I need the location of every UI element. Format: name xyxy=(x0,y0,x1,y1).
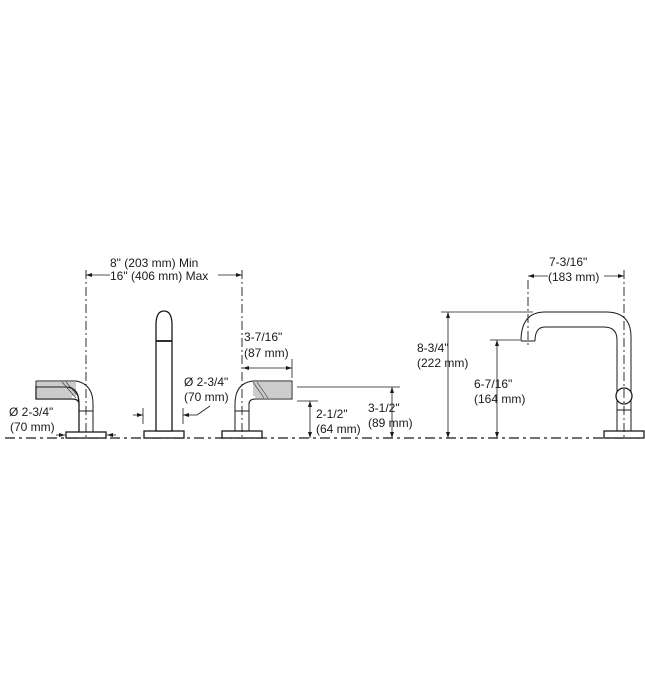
spacing-max: 16" (406 mm) Max xyxy=(110,269,208,283)
left-base-dia-mm: (70 mm) xyxy=(10,420,55,434)
handle-lower-height-in: 2-1/2" xyxy=(316,407,348,421)
spout-outlet-height-mm: (164 mm) xyxy=(474,392,525,406)
spout-reach-dim: 7-3/16" (183 mm) xyxy=(528,255,624,284)
left-base-dia-in: Ø 2-3/4" xyxy=(9,405,53,419)
spout-height-in: 8-3/4" xyxy=(417,341,449,355)
spout-outlet-height-dim: 6-7/16" (164 mm) xyxy=(474,339,525,438)
handle-lower-height-mm: (64 mm) xyxy=(316,422,361,436)
spout-base-dia-mm: (70 mm) xyxy=(184,390,229,404)
handle-top-height-in: 3-1/2" xyxy=(368,401,400,415)
spout-outlet-height-in: 6-7/16" xyxy=(474,377,512,391)
handle-spacing-dim: 8" (203 mm) Min 16" (406 mm) Max xyxy=(86,256,242,283)
spout-reach-mm: (183 mm) xyxy=(548,270,599,284)
spacing-min: 8" (203 mm) Min xyxy=(110,256,198,270)
handle-length-mm: (87 mm) xyxy=(244,346,289,360)
left-base-diameter-dim: Ø 2-3/4" (70 mm) xyxy=(9,405,116,437)
handle-top-height-mm: (89 mm) xyxy=(368,416,413,430)
handle-length-in: 3-7/16" xyxy=(244,330,282,344)
spout-base-dia-in: Ø 2-3/4" xyxy=(184,375,228,389)
spout-base-diameter-dim: Ø 2-3/4" (70 mm) xyxy=(133,375,229,424)
spout-reach-in: 7-3/16" xyxy=(549,255,587,269)
handle-length-dim: 3-7/16" (87 mm) xyxy=(243,330,293,378)
spout-height-mm: (222 mm) xyxy=(417,356,468,370)
spout-side-view xyxy=(520,270,645,439)
left-handle xyxy=(35,270,107,439)
spout xyxy=(143,310,185,439)
handle-height-dims: 2-1/2" (64 mm) 3-1/2" (89 mm) xyxy=(297,386,413,438)
spout-height-dim: 8-3/4" (222 mm) xyxy=(417,311,533,438)
right-handle xyxy=(221,270,293,439)
